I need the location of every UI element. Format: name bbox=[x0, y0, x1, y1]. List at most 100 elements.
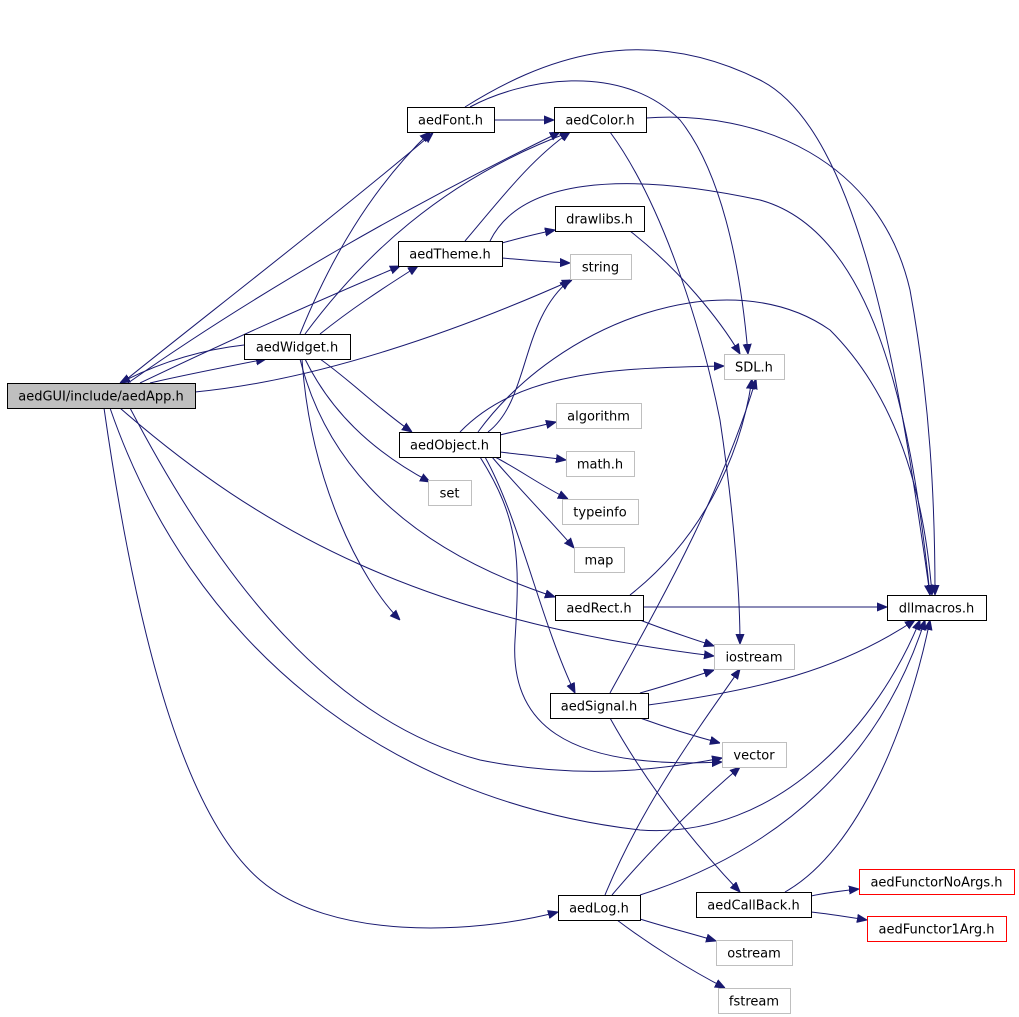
node-set[interactable]: set bbox=[428, 480, 472, 506]
node-label: aedGUI/include/aedApp.h bbox=[18, 390, 183, 405]
node-label: math.h bbox=[577, 458, 623, 473]
node-aedFunctor1Arg[interactable]: aedFunctor1Arg.h bbox=[867, 916, 1007, 942]
node-aedFont[interactable]: aedFont.h bbox=[407, 107, 495, 133]
node-box bbox=[555, 595, 644, 621]
edges-layer bbox=[103, 49, 935, 988]
node-aedRect[interactable]: aedRect.h bbox=[555, 595, 644, 621]
node-box bbox=[7, 383, 196, 409]
edge-aedObject-to-SDL bbox=[459, 366, 724, 433]
node-ostream[interactable]: ostream bbox=[716, 940, 793, 966]
node-label: ostream bbox=[727, 947, 781, 962]
node-label: iostream bbox=[725, 651, 782, 666]
node-box bbox=[558, 895, 641, 921]
node-label: aedRect.h bbox=[566, 602, 631, 617]
edge-aedRect-to-iostream bbox=[639, 619, 714, 646]
edge-aedFont-to-SDL bbox=[469, 80, 748, 354]
node-aedCallBack[interactable]: aedCallBack.h bbox=[696, 892, 812, 918]
node-box bbox=[724, 354, 785, 380]
node-box bbox=[428, 480, 472, 506]
node-math[interactable]: math.h bbox=[566, 451, 635, 477]
node-aedColor[interactable]: aedColor.h bbox=[554, 107, 647, 133]
node-box bbox=[570, 254, 632, 280]
node-box bbox=[859, 869, 1015, 895]
edge-aedWidget-to-aedSignal bbox=[301, 358, 400, 620]
node-label: aedLog.h bbox=[569, 902, 629, 917]
node-label: set bbox=[440, 487, 460, 502]
edge-aedApp-to-dllmacros bbox=[109, 407, 920, 832]
node-label: aedSignal.h bbox=[561, 700, 638, 715]
edge-aedWidget-to-aedTheme bbox=[319, 266, 418, 335]
node-typeinfo[interactable]: typeinfo bbox=[562, 499, 639, 525]
node-label: string bbox=[582, 261, 619, 276]
node-box bbox=[562, 499, 639, 525]
node-iostream[interactable]: iostream bbox=[714, 644, 795, 670]
node-aedTheme[interactable]: aedTheme.h bbox=[398, 241, 503, 267]
edge-aedColor-to-dllmacros bbox=[645, 116, 935, 595]
edge-aedObject-to-math bbox=[499, 451, 566, 460]
edge-aedApp-to-aedFont bbox=[121, 133, 433, 384]
edge-aedSignal-to-dllmacros bbox=[647, 620, 915, 706]
node-label: aedWidget.h bbox=[256, 341, 338, 356]
node-box bbox=[244, 334, 351, 360]
node-box bbox=[718, 988, 791, 1014]
node-box bbox=[722, 742, 787, 768]
edge-aedTheme-to-aedColor bbox=[464, 132, 570, 242]
edge-aedWidget-to-aedApp bbox=[120, 344, 245, 383]
node-label: typeinfo bbox=[573, 506, 626, 521]
node-aedWidget[interactable]: aedWidget.h bbox=[244, 334, 351, 360]
edge-aedLog-to-fstream bbox=[616, 919, 725, 988]
edge-aedObject-to-aedSignal bbox=[484, 456, 575, 693]
edge-aedTheme-to-drawlibs bbox=[501, 230, 555, 244]
node-map[interactable]: map bbox=[574, 547, 625, 573]
node-label: aedFont.h bbox=[418, 114, 483, 129]
node-box bbox=[555, 206, 645, 232]
edge-aedCallBack-to-aedFunctor1Arg bbox=[810, 911, 867, 920]
node-label: vector bbox=[733, 749, 775, 764]
node-drawlibs[interactable]: drawlibs.h bbox=[555, 206, 645, 232]
node-aedObject[interactable]: aedObject.h bbox=[399, 432, 501, 458]
edge-aedTheme-to-dllmacros bbox=[489, 183, 930, 595]
edge-aedObject-to-string bbox=[487, 280, 570, 433]
node-SDL[interactable]: SDL.h bbox=[724, 354, 785, 380]
node-label: aedObject.h bbox=[410, 439, 489, 454]
node-label: algorithm bbox=[567, 410, 630, 425]
node-label: aedColor.h bbox=[565, 114, 634, 129]
edge-aedCallBack-to-dllmacros bbox=[784, 620, 930, 893]
edge-aedColor-to-iostream bbox=[609, 131, 740, 644]
node-box bbox=[407, 107, 495, 133]
node-label: drawlibs.h bbox=[566, 213, 633, 228]
node-label: aedFunctor1Arg.h bbox=[879, 923, 995, 938]
edge-aedLog-to-ostream bbox=[639, 918, 716, 941]
node-box bbox=[398, 241, 503, 267]
edge-aedObject-to-map bbox=[491, 456, 574, 548]
edge-aedWidget-to-aedColor bbox=[304, 132, 570, 335]
node-aedSignal[interactable]: aedSignal.h bbox=[550, 693, 649, 719]
edge-aedRect-to-SDL bbox=[629, 379, 752, 596]
edge-aedObject-to-algorithm bbox=[499, 422, 556, 436]
node-aedLog[interactable]: aedLog.h bbox=[558, 895, 641, 921]
edge-aedWidget-to-set bbox=[304, 358, 430, 482]
node-vector[interactable]: vector bbox=[722, 742, 787, 768]
node-label: map bbox=[585, 554, 614, 569]
edge-aedApp-to-aedWidget bbox=[149, 359, 266, 384]
node-label: aedTheme.h bbox=[409, 248, 490, 263]
edge-aedApp-to-aedTheme bbox=[139, 266, 400, 384]
edge-aedApp-to-string bbox=[194, 280, 572, 393]
node-box bbox=[554, 107, 647, 133]
node-box bbox=[867, 916, 1007, 942]
node-box bbox=[556, 403, 642, 429]
node-dllmacros[interactable]: dllmacros.h bbox=[887, 595, 987, 621]
node-box bbox=[714, 644, 795, 670]
node-algorithm[interactable]: algorithm bbox=[556, 403, 642, 429]
edge-aedCallBack-to-aedFunctorNoArgs bbox=[810, 889, 859, 897]
node-string[interactable]: string bbox=[570, 254, 632, 280]
node-aedApp[interactable]: aedGUI/include/aedApp.h bbox=[7, 383, 196, 409]
node-fstream[interactable]: fstream bbox=[718, 988, 791, 1014]
edge-drawlibs-to-SDL bbox=[629, 230, 740, 354]
node-aedFunctorNoArgs[interactable]: aedFunctorNoArgs.h bbox=[859, 869, 1015, 895]
edge-aedWidget-to-aedRect bbox=[299, 358, 555, 597]
node-box bbox=[887, 595, 987, 621]
node-label: dllmacros.h bbox=[899, 602, 974, 617]
edge-aedObject-to-vector bbox=[479, 456, 722, 763]
